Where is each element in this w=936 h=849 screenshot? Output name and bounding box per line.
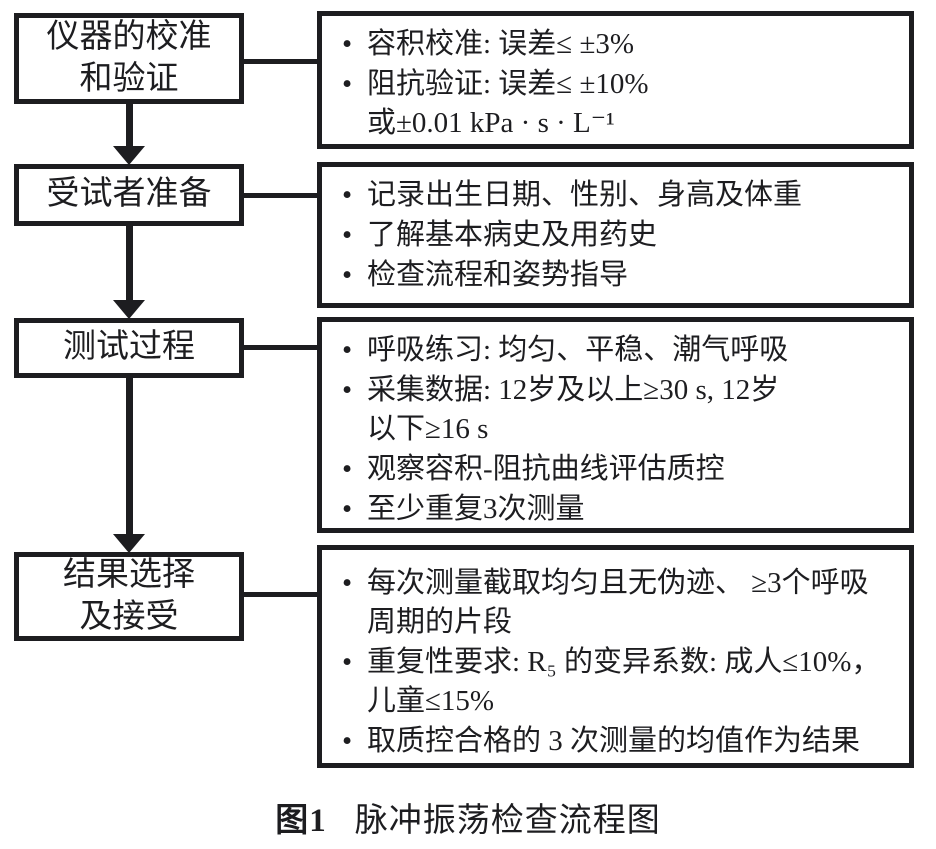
bullet-item: 至少重复3次测量: [334, 490, 899, 529]
bullet-item: 采集数据: 12岁及以上≥30 s, 12岁 以下≥16 s: [334, 371, 899, 449]
down-arrow-icon: [113, 226, 145, 319]
connector-line-1: [244, 59, 317, 64]
bullet-list: 呼吸练习: 均匀、平稳、潮气呼吸采集数据: 12岁及以上≥30 s, 12岁 以…: [334, 331, 899, 529]
connector-line-3: [244, 345, 317, 350]
bullet-item: 每次测量截取均匀且无伪迹、 ≥3个呼吸 周期的片段: [334, 564, 899, 642]
bullet-item: 容积校准: 误差≤ ±3%: [334, 25, 899, 64]
bullet-item: 重复性要求: R₅ 的变异系数: 成人≤10%， 儿童≤15%: [334, 643, 899, 721]
connector-line-2: [244, 193, 317, 198]
step-box-test-process: 测试过程: [14, 318, 244, 378]
bullet-item: 取质控合格的 3 次测量的均值作为结果: [334, 722, 899, 761]
step-box-subject-preparation: 受试者准备: [14, 164, 244, 226]
detail-box-instrument-calibration: 容积校准: 误差≤ ±3%阻抗验证: 误差≤ ±10% 或±0.01 kPa ·…: [317, 11, 914, 149]
bullet-item: 呼吸练习: 均匀、平稳、潮气呼吸: [334, 331, 899, 370]
figure-caption-label: 图1: [275, 803, 327, 839]
detail-box-test-process: 呼吸练习: 均匀、平稳、潮气呼吸采集数据: 12岁及以上≥30 s, 12岁 以…: [317, 317, 914, 533]
connector-line-4: [244, 592, 317, 597]
bullet-list: 记录出生日期、性别、身高及体重了解基本病史及用药史检查流程和姿势指导: [334, 176, 899, 295]
bullet-list: 每次测量截取均匀且无伪迹、 ≥3个呼吸 周期的片段重复性要求: R₅ 的变异系数…: [334, 564, 899, 761]
arrow-head: [113, 146, 145, 165]
step-box-instrument-calibration: 仪器的校准 和验证: [14, 13, 244, 104]
arrow-head: [113, 300, 145, 319]
arrow-head: [113, 534, 145, 553]
arrow-stem: [125, 378, 133, 534]
bullet-list: 容积校准: 误差≤ ±3%阻抗验证: 误差≤ ±10% 或±0.01 kPa ·…: [334, 25, 899, 143]
bullet-item: 记录出生日期、性别、身高及体重: [334, 176, 899, 215]
figure-caption-text: 脉冲振荡检查流程图: [354, 803, 661, 839]
bullet-item: 检查流程和姿势指导: [334, 256, 899, 295]
detail-box-result-selection: 每次测量截取均匀且无伪迹、 ≥3个呼吸 周期的片段重复性要求: R₅ 的变异系数…: [317, 545, 914, 768]
bullet-item: 观察容积-阻抗曲线评估质控: [334, 450, 899, 489]
arrow-stem: [125, 226, 133, 300]
figure-caption: 图1 脉冲振荡检查流程图: [0, 793, 936, 841]
bullet-item: 阻抗验证: 误差≤ ±10% 或±0.01 kPa · s · L⁻¹: [334, 65, 899, 143]
detail-box-subject-preparation: 记录出生日期、性别、身高及体重了解基本病史及用药史检查流程和姿势指导: [317, 162, 914, 308]
down-arrow-icon: [113, 378, 145, 553]
step-box-result-selection: 结果选择 及接受: [14, 552, 244, 641]
bullet-item: 了解基本病史及用药史: [334, 216, 899, 255]
arrow-stem: [125, 104, 133, 146]
down-arrow-icon: [113, 104, 145, 165]
